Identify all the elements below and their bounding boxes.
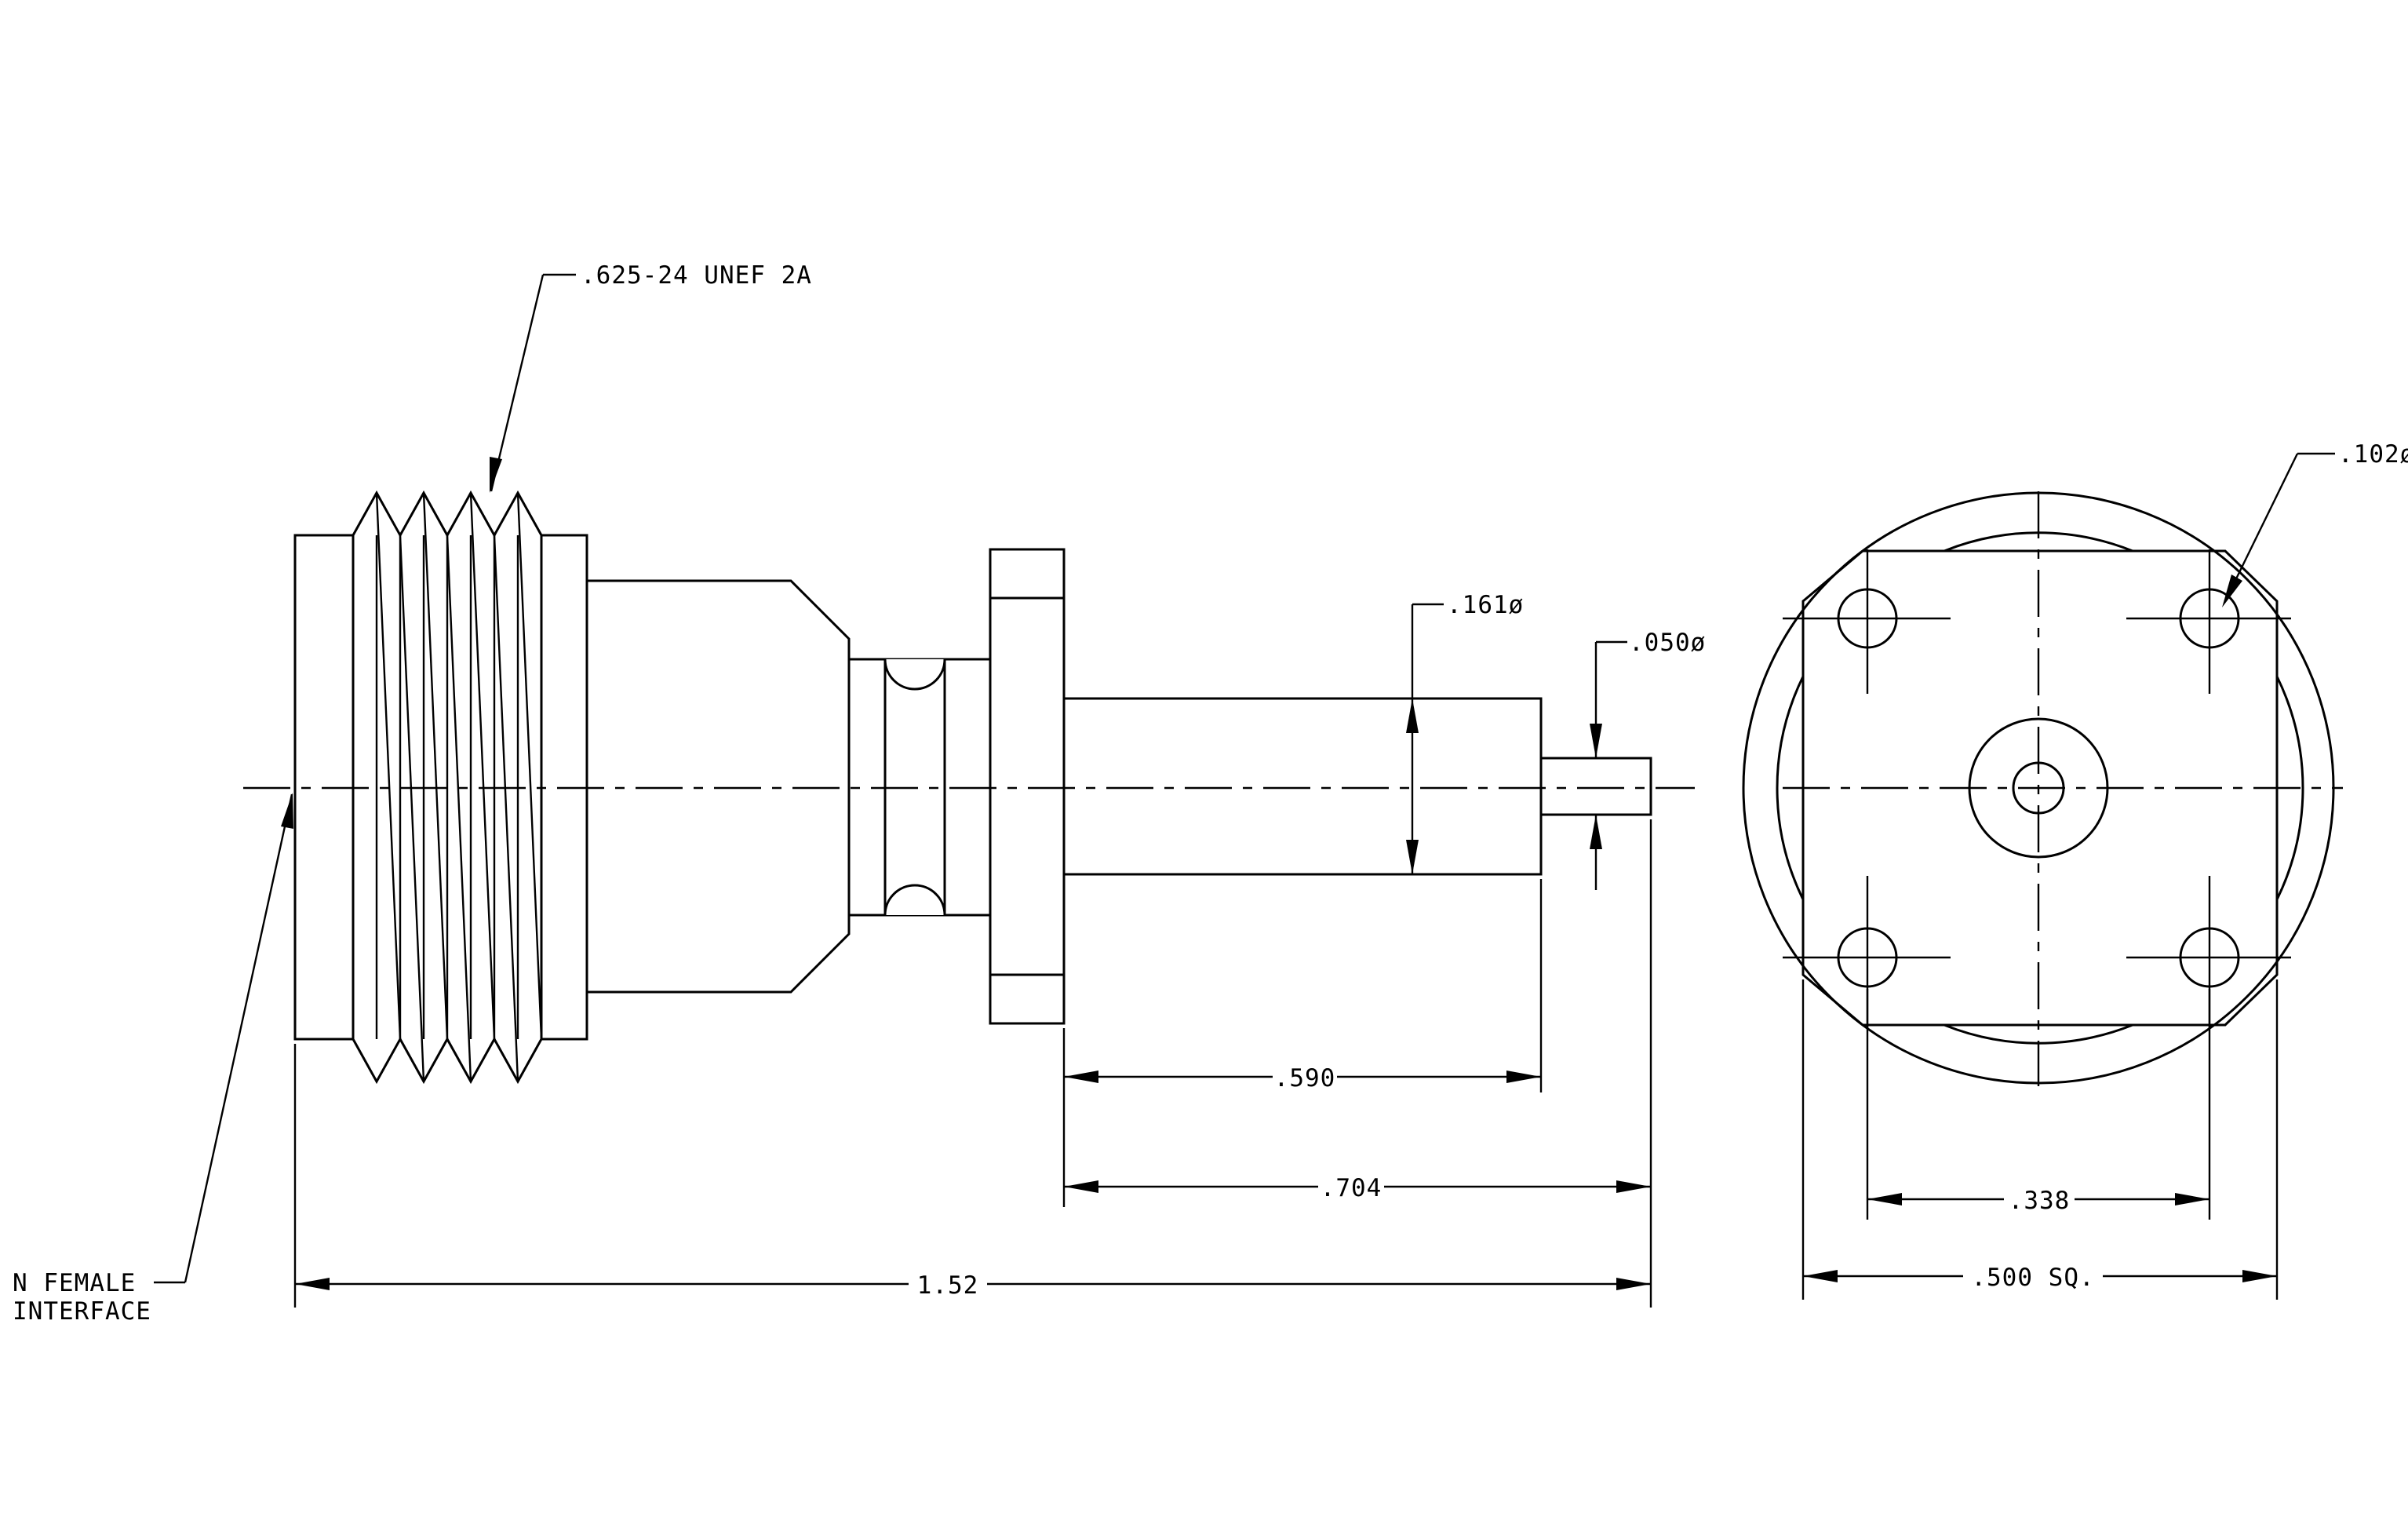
leader-interface: N FEMALE INTERFACE [13, 793, 293, 1326]
interface-label-line1: N FEMALE [13, 1269, 136, 1297]
end-view [1742, 491, 2343, 1086]
flange [989, 548, 1066, 1025]
dim-338: .338 [1867, 1187, 2209, 1215]
dimensions: .590 .704 1.52 .338 [13, 261, 2408, 1326]
thread-callout-label: .625-24 UNEF 2A [581, 261, 812, 290]
dim-050-label: .050ø [1629, 629, 1706, 657]
dim-050-dia: .050ø [1590, 629, 1706, 890]
dim-590-label: .590 [1274, 1064, 1336, 1092]
body-arc-left [1776, 676, 1805, 900]
dim-overall: 1.52 [295, 1271, 1651, 1300]
body-arc-right [2275, 676, 2304, 900]
dim-161-dia: .161ø [1406, 591, 1524, 874]
dim-500-sq-label: .500 SQ. [1971, 1264, 2094, 1292]
dim-500-sq: .500 SQ. [1803, 1264, 2277, 1292]
end-view-centerlines [1783, 491, 2343, 1086]
dim-overall-label: 1.52 [917, 1271, 979, 1300]
dim-590: .590 [1064, 1064, 1541, 1092]
side-view [243, 490, 1695, 1085]
main-body [585, 579, 851, 994]
leader-thread: .625-24 UNEF 2A [490, 261, 812, 493]
interface-label-line2: INTERFACE [13, 1297, 151, 1326]
dim-704: .704 [1064, 1174, 1651, 1202]
dim-338-label: .338 [2009, 1187, 2071, 1215]
dim-704-label: .704 [1321, 1174, 1383, 1202]
dielectric-body [1062, 697, 1543, 876]
dim-102-label: .102ø [2338, 440, 2408, 469]
contact-pin [1539, 757, 1652, 816]
leader-102-dia: .102ø [2222, 440, 2408, 607]
dim-161-label: .161ø [1447, 591, 1524, 619]
neck-groove [847, 658, 992, 917]
